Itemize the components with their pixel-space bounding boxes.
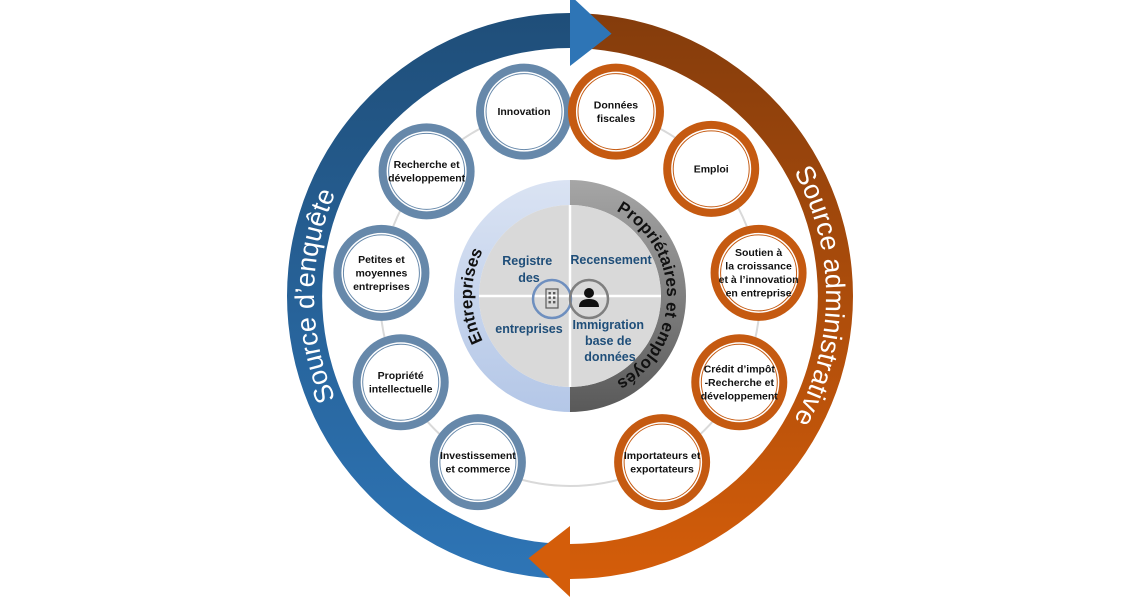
administrative-node-2: Emploi xyxy=(663,120,760,217)
inner-ring-left xyxy=(454,180,570,412)
quadrant-top-left: Registre des xyxy=(502,254,556,285)
survey-arrow-head xyxy=(570,0,612,66)
person-icon xyxy=(568,278,610,320)
survey-source-arrow xyxy=(287,13,570,579)
administrative-node-label: Emploi xyxy=(694,163,729,175)
quadrant-top-right: Recensement xyxy=(570,253,652,267)
administrative-source-arrow xyxy=(570,13,853,579)
quadrant-bottom-left: entreprises xyxy=(495,322,562,336)
survey-node-label: Innovation xyxy=(497,106,550,118)
administrative-arrow-head xyxy=(528,526,570,597)
quadrant-bottom-right: Immigration base de données xyxy=(572,318,647,364)
survey-node-1: Innovation xyxy=(476,63,573,160)
inner-ring-right xyxy=(570,180,686,412)
